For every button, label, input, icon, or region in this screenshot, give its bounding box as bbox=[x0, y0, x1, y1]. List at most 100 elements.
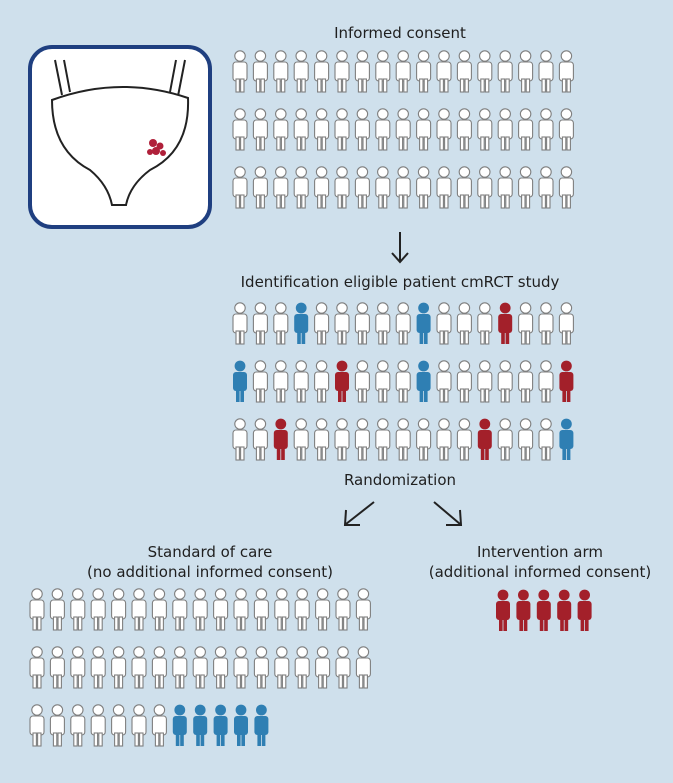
person-icon bbox=[232, 166, 248, 209]
person-icon bbox=[456, 166, 472, 209]
person-icon bbox=[314, 50, 330, 93]
person-icon bbox=[273, 360, 289, 403]
person-icon bbox=[456, 360, 472, 403]
person-icon-blue bbox=[416, 360, 431, 402]
person-icon bbox=[497, 360, 513, 403]
person-icon bbox=[315, 588, 331, 631]
person-icon bbox=[273, 108, 289, 151]
person-icon bbox=[172, 588, 188, 631]
person-icon bbox=[314, 166, 330, 209]
person-icon bbox=[29, 704, 45, 747]
person-icon bbox=[90, 646, 106, 689]
person-icon bbox=[395, 166, 411, 209]
person-icon bbox=[192, 646, 208, 689]
person-icon bbox=[253, 588, 269, 631]
randomization-label: Randomization bbox=[343, 471, 457, 489]
person-icon bbox=[395, 50, 411, 93]
arrow-down-left-icon bbox=[343, 501, 375, 526]
person-icon bbox=[293, 50, 309, 93]
person-icon-red bbox=[498, 302, 513, 344]
person-icon-red bbox=[273, 418, 288, 460]
person-icon bbox=[375, 166, 391, 209]
person-icon bbox=[151, 704, 167, 747]
person-icon bbox=[355, 646, 371, 689]
person-icon bbox=[375, 50, 391, 93]
person-icon bbox=[151, 646, 167, 689]
person-icon bbox=[131, 646, 147, 689]
person-icon bbox=[335, 588, 351, 631]
person-icon bbox=[477, 50, 493, 93]
person-icon bbox=[294, 588, 310, 631]
person-icon bbox=[213, 588, 229, 631]
identification-label: Identification eligible patient cmRCT st… bbox=[240, 273, 560, 291]
person-icon-red bbox=[516, 589, 531, 631]
person-icon bbox=[90, 704, 106, 747]
person-icon bbox=[538, 166, 554, 209]
person-icon-red bbox=[477, 418, 492, 460]
person-icon bbox=[49, 704, 65, 747]
person-icon bbox=[518, 50, 534, 93]
standard-care-subtitle: (no additional informed consent) bbox=[87, 563, 333, 581]
person-icon-red bbox=[577, 589, 592, 631]
person-icon bbox=[456, 108, 472, 151]
person-icon-blue bbox=[213, 704, 228, 746]
person-icon bbox=[558, 166, 574, 209]
person-icon bbox=[253, 646, 269, 689]
person-icon bbox=[354, 302, 370, 345]
person-icon bbox=[538, 108, 554, 151]
person-icon bbox=[456, 50, 472, 93]
person-icon bbox=[436, 360, 452, 403]
person-icon bbox=[518, 166, 534, 209]
person-icon bbox=[518, 108, 534, 151]
person-icon bbox=[192, 588, 208, 631]
person-icon bbox=[293, 418, 309, 461]
person-icon-blue bbox=[416, 302, 431, 344]
person-icon bbox=[274, 646, 290, 689]
person-icon bbox=[395, 302, 411, 345]
person-icon bbox=[49, 646, 65, 689]
lesion-icon bbox=[147, 139, 166, 156]
person-icon bbox=[355, 588, 371, 631]
person-icon bbox=[293, 360, 309, 403]
person-icon bbox=[273, 166, 289, 209]
person-icon bbox=[232, 418, 248, 461]
person-icon bbox=[172, 646, 188, 689]
person-icon bbox=[274, 588, 290, 631]
person-icon bbox=[518, 360, 534, 403]
person-icon bbox=[213, 646, 229, 689]
person-icon bbox=[273, 50, 289, 93]
person-icon bbox=[375, 418, 391, 461]
person-icon-blue bbox=[234, 704, 248, 746]
person-icon bbox=[456, 302, 472, 345]
person-icon bbox=[314, 108, 330, 151]
person-icon bbox=[497, 50, 513, 93]
person-icon bbox=[232, 108, 248, 151]
person-icon-blue bbox=[294, 302, 309, 344]
intervention-subtitle: (additional informed consent) bbox=[428, 563, 652, 581]
person-icon bbox=[477, 360, 493, 403]
arrow-down-right-icon bbox=[433, 501, 463, 526]
person-icon bbox=[538, 50, 554, 93]
eligible-group bbox=[232, 302, 574, 461]
person-icon-red bbox=[557, 589, 572, 631]
person-icon bbox=[558, 108, 574, 151]
person-icon bbox=[131, 588, 147, 631]
person-icon bbox=[314, 360, 330, 403]
person-icon bbox=[497, 418, 513, 461]
person-icon bbox=[111, 704, 127, 747]
person-icon bbox=[354, 50, 370, 93]
person-icon bbox=[315, 646, 331, 689]
person-icon bbox=[354, 166, 370, 209]
person-icon bbox=[497, 108, 513, 151]
person-icon bbox=[436, 166, 452, 209]
person-icon bbox=[29, 588, 45, 631]
intervention-group bbox=[496, 589, 592, 631]
person-icon bbox=[131, 704, 147, 747]
person-icon bbox=[354, 418, 370, 461]
person-icon bbox=[436, 108, 452, 151]
cohort-group bbox=[232, 50, 574, 209]
person-icon bbox=[49, 588, 65, 631]
person-icon bbox=[416, 166, 432, 209]
person-icon bbox=[538, 360, 554, 403]
